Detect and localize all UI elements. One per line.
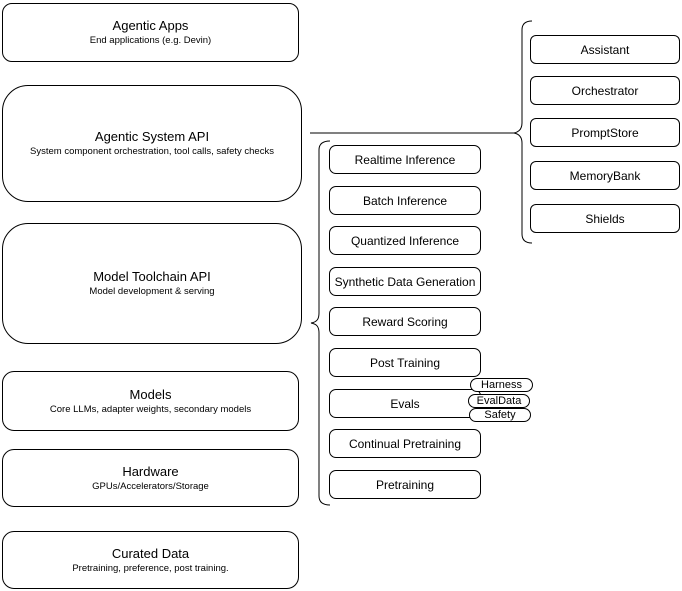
evals-tag-safety: Safety (469, 408, 531, 422)
layer-title: Models (129, 386, 172, 402)
layer-subtitle: Pretraining, preference, post training. (72, 562, 229, 574)
toolchain-item-realtime-inference: Realtime Inference (329, 145, 481, 174)
layer-title: Curated Data (111, 545, 190, 561)
layer-title: Agentic Apps (112, 18, 189, 33)
layer-curated-data: Curated Data Pretraining, preference, po… (2, 531, 299, 589)
layer-subtitle: End applications (e.g. Devin) (89, 35, 212, 46)
system-item-assistant: Assistant (530, 35, 680, 64)
toolchain-item-batch-inference: Batch Inference (329, 186, 481, 215)
layer-models: Models Core LLMs, adapter weights, secon… (2, 371, 299, 431)
layer-title: Agentic System API (94, 129, 210, 144)
toolchain-item-synthetic-data-generation: Synthetic Data Generation (329, 267, 481, 296)
evals-tag-evaldata: EvalData (468, 394, 530, 408)
system-item-promptstore: PromptStore (530, 118, 680, 147)
layer-model-toolchain-api: Model Toolchain API Model development & … (2, 223, 302, 344)
layer-title: Model Toolchain API (93, 269, 211, 284)
evals-tag-harness: Harness (470, 378, 533, 392)
layer-subtitle: System component orchestration, tool cal… (30, 146, 274, 157)
layer-subtitle: GPUs/Accelerators/Storage (92, 480, 209, 492)
toolchain-item-pretraining: Pretraining (329, 470, 481, 499)
toolchain-item-evals: Evals (329, 389, 481, 418)
layer-agentic-system-api: Agentic System API System component orch… (2, 85, 302, 202)
toolchain-item-post-training: Post Training (329, 348, 481, 377)
layer-subtitle: Core LLMs, adapter weights, secondary mo… (49, 403, 252, 415)
system-item-shields: Shields (530, 204, 680, 233)
layer-hardware: Hardware GPUs/Accelerators/Storage (2, 449, 299, 507)
layer-subtitle: Model development & serving (89, 286, 215, 297)
system-item-orchestrator: Orchestrator (530, 76, 680, 105)
toolchain-item-quantized-inference: Quantized Inference (329, 226, 481, 255)
layer-agentic-apps: Agentic Apps End applications (e.g. Devi… (2, 3, 299, 62)
toolchain-item-continual-pretraining: Continual Pretraining (329, 429, 481, 458)
toolchain-brace (310, 140, 331, 506)
toolchain-item-reward-scoring: Reward Scoring (329, 307, 481, 336)
system-item-memorybank: MemoryBank (530, 161, 680, 190)
layer-title: Hardware (122, 463, 179, 479)
